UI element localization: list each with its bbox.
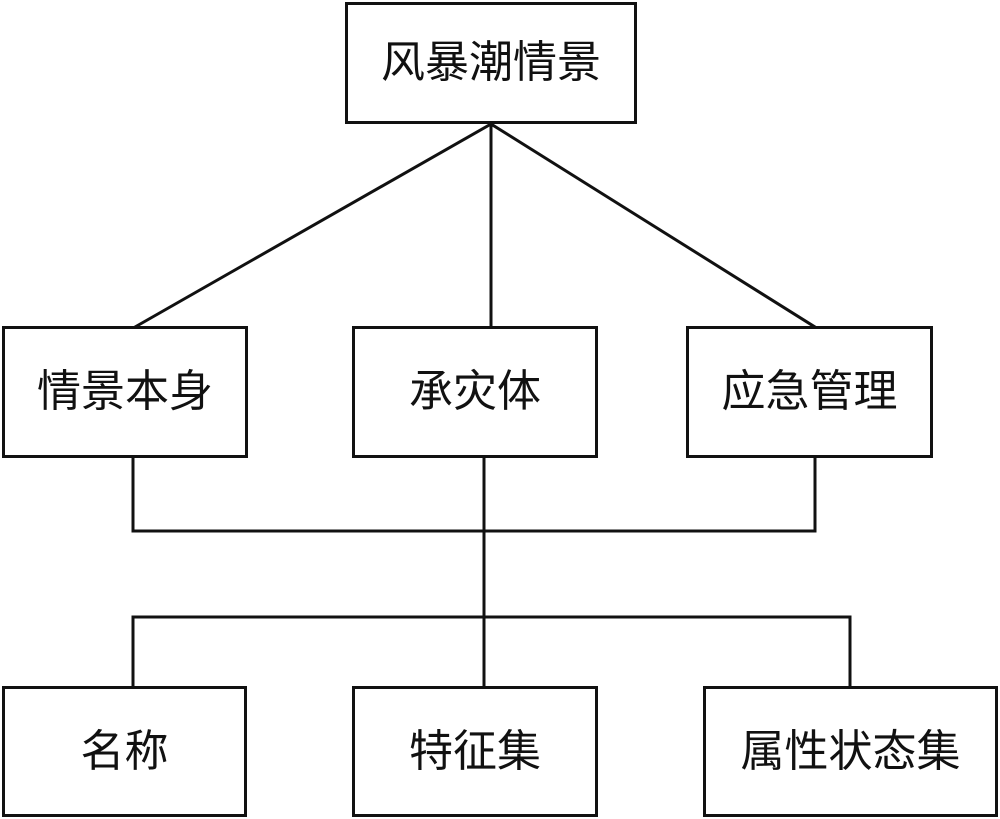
node-label: 特征集: [409, 725, 541, 777]
node-label: 风暴潮情景: [381, 37, 601, 88]
node-hazard-bearing-body: 承灾体: [352, 326, 598, 458]
node-attribute-state-set: 属性状态集: [703, 686, 998, 817]
connector-root-to-context: [132, 121, 494, 330]
node-storm-surge-scenario: 风暴潮情景: [345, 2, 637, 124]
node-label: 属性状态集: [740, 725, 961, 777]
node-name: 名称: [2, 686, 247, 817]
node-label: 情景本身: [37, 366, 213, 417]
node-label: 名称: [80, 725, 169, 777]
node-label: 承灾体: [409, 366, 541, 417]
connector-root-to-emergency: [488, 121, 818, 330]
node-label: 应急管理: [721, 366, 898, 417]
node-feature-set: 特征集: [352, 686, 598, 817]
node-emergency-management: 应急管理: [686, 326, 933, 458]
node-scenario-itself: 情景本身: [2, 326, 248, 458]
